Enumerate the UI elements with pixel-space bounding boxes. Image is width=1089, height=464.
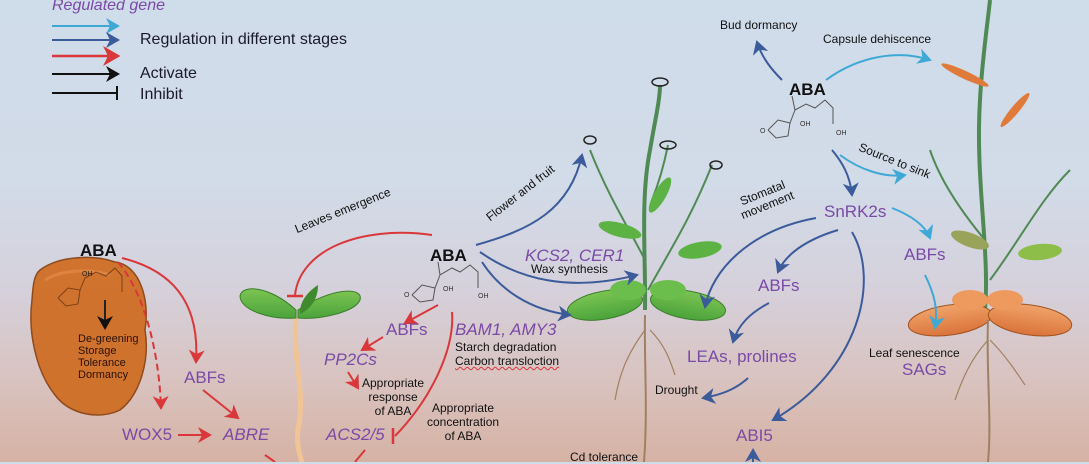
- label-carbon-translocation: Carbon transloction: [455, 354, 560, 368]
- aba-molecule-mature: [767, 95, 834, 139]
- gene-abfs-seed: ABFs: [184, 368, 226, 387]
- seed-stage-arrows: [117, 257, 276, 462]
- label-appropriate-concentration: Appropriate concentration of ABA: [427, 401, 499, 443]
- gene-bam1-amy3: BAM1, AMY3: [455, 320, 557, 339]
- seed-effect: Dormancy: [78, 369, 129, 381]
- aba-label-mature: ABA: [789, 80, 826, 99]
- molecule-oh2-mature: OH: [836, 130, 847, 137]
- label-line: response: [368, 390, 418, 404]
- molecule-oh2-seedling: OH: [478, 293, 489, 300]
- legend-lines: [52, 18, 121, 100]
- legend-label-activate: Activate: [140, 65, 197, 82]
- label-line: concentration: [427, 415, 500, 429]
- gene-wox5: WOX5: [122, 425, 173, 444]
- gene-pp2cs: PP2Cs: [324, 350, 377, 369]
- legend-label-inhibit: Inhibit: [140, 86, 183, 103]
- seed-effects-list: De-greening Storage Tolerance Dormancy: [78, 333, 139, 381]
- aba-molecule-seedling: [411, 261, 479, 303]
- label-line: Appropriate: [432, 401, 495, 415]
- label-line: of ABA: [374, 404, 412, 418]
- label-bud-dormancy: Bud dormancy: [720, 18, 798, 32]
- label-appropriate-response: Appropriate response of ABA: [362, 376, 424, 418]
- molecule-o-seedling: O: [404, 292, 410, 299]
- gene-leas-prolines: LEAs, prolines: [687, 347, 797, 366]
- label-drought: Drought: [655, 383, 698, 397]
- legend-title: Regulated gene: [52, 0, 165, 14]
- seed-effect: De-greening: [78, 333, 139, 345]
- gene-abre: ABRE: [223, 425, 270, 444]
- label-line: Appropriate: [362, 376, 425, 390]
- gene-acs2-5: ACS2/5: [326, 425, 385, 444]
- label-cd-tolerance: Cd tolerance: [570, 450, 639, 464]
- molecule-oh-seed: OH: [82, 271, 93, 278]
- vegetative-plant-illustration: [566, 77, 727, 462]
- gene-abi5: ABI5: [736, 426, 773, 445]
- aba-label-seed: ABA: [80, 241, 117, 260]
- molecule-oh-mature: OH: [800, 121, 811, 128]
- gene-snrk2s: SnRK2s: [824, 202, 887, 221]
- seed-effect: Tolerance: [78, 357, 126, 369]
- seedling-illustration: [239, 285, 361, 462]
- legend-label-regulation: Regulation in different stages: [140, 31, 347, 48]
- seedling-stage-arrows: [287, 231, 454, 462]
- molecule-o-mature: O: [760, 128, 766, 135]
- gene-kcs2-cer1: KCS2, CER1: [525, 246, 625, 265]
- aba-molecule-seed: [57, 267, 123, 307]
- gene-sags: SAGs: [902, 360, 947, 379]
- aba-label-seedling: ABA: [430, 246, 467, 265]
- vegetative-stage-arrows: [475, 153, 865, 462]
- label-leaf-senescence: Leaf senescence: [869, 346, 960, 360]
- mature-plant-illustration: [907, 0, 1073, 462]
- gene-abfs-mature: ABFs: [904, 245, 946, 264]
- gene-abfs-seedling: ABFs: [386, 320, 428, 339]
- label-capsule-dehiscence: Capsule dehiscence: [823, 32, 932, 46]
- label-wax-synthesis: Wax synthesis: [531, 262, 608, 276]
- seed-effect: Storage: [78, 345, 117, 357]
- molecule-oh-seedling: OH: [443, 286, 454, 293]
- label-starch-degradation: Starch degradation: [455, 340, 557, 354]
- label-line: of ABA: [444, 429, 482, 443]
- gene-abfs-vegetative: ABFs: [758, 276, 800, 295]
- mature-stage-arrows: [752, 40, 945, 330]
